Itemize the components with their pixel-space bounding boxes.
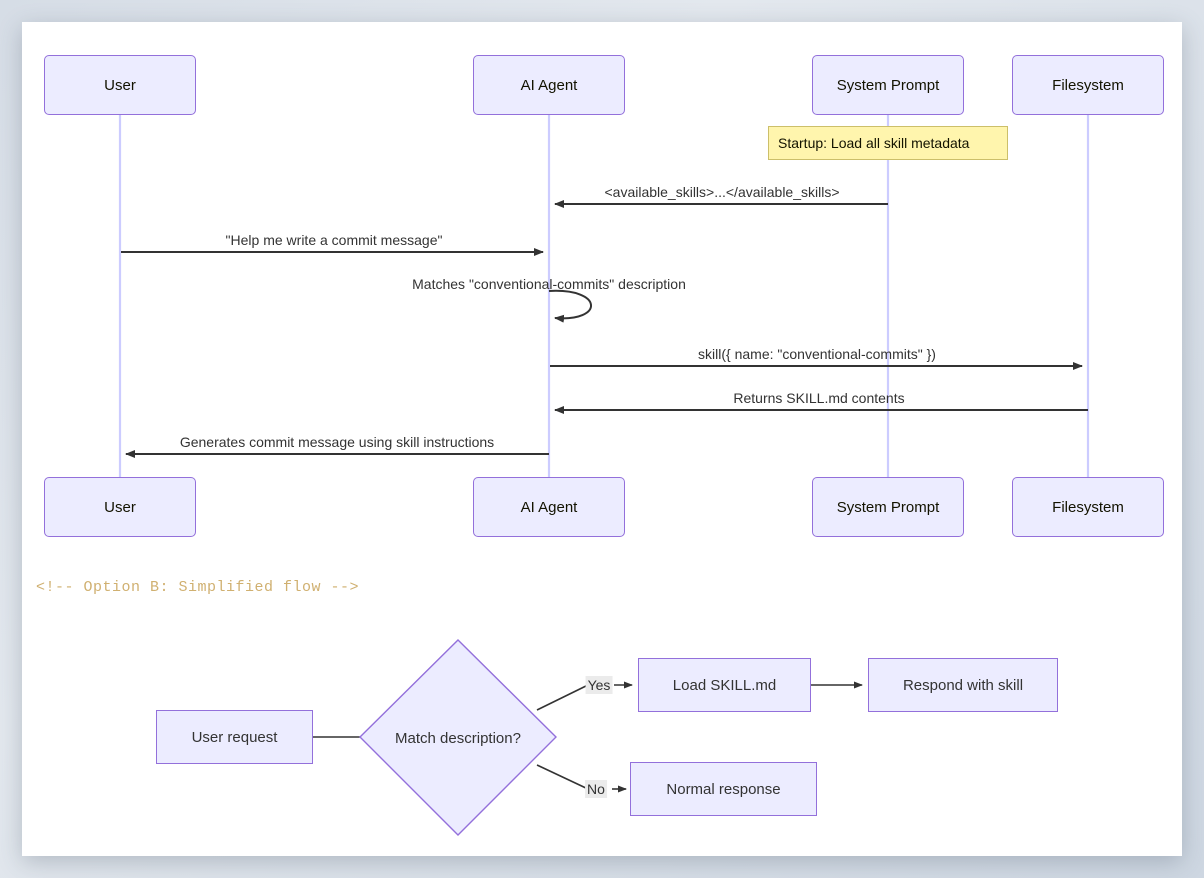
actor-label: User — [104, 498, 136, 516]
message-label-help-me-write: "Help me write a commit message" — [226, 232, 443, 248]
flow-node-label-wrapper: Match description? — [360, 640, 556, 836]
note-label: Startup: Load all skill metadata — [778, 135, 970, 151]
edge-label-text: Yes — [587, 677, 611, 693]
flow-node-match-description: Match description? — [360, 640, 556, 836]
connector-layer — [118, 114, 1090, 836]
flow-node-user-request[interactable]: User request — [156, 710, 313, 764]
flow-node-normal-response[interactable]: Normal response — [630, 762, 817, 816]
actor-box-ai-agent-bottom[interactable]: AI Agent — [473, 477, 625, 537]
flow-node-label: Normal response — [666, 780, 781, 798]
flow-node-label: Match description? — [395, 729, 521, 747]
actor-label: System Prompt — [836, 76, 940, 94]
flow-node-label: Respond with skill — [902, 676, 1024, 694]
flow-node-label: Load SKILL.md — [672, 676, 777, 694]
actor-box-user-bottom[interactable]: User — [44, 477, 196, 537]
message-arrow-self-loop — [548, 289, 592, 323]
message-label-generates-commit: Generates commit message using skill ins… — [180, 434, 494, 450]
message-text: "Help me write a commit message" — [225, 232, 443, 248]
actor-box-system-prompt-top[interactable]: System Prompt — [812, 55, 964, 115]
comment-label: <!-- Option B: Simplified flow --> — [36, 579, 360, 596]
decision-diamond-shape[interactable] — [359, 639, 557, 836]
note-startup-load-metadata: Startup: Load all skill metadata — [768, 126, 1008, 160]
actor-label: User — [104, 76, 136, 94]
edge-label-text: No — [587, 781, 605, 797]
flow-edge-label-no: No — [585, 780, 607, 798]
actor-box-filesystem-top[interactable]: Filesystem — [1012, 55, 1164, 115]
actor-box-system-prompt-bottom[interactable]: System Prompt — [812, 477, 964, 537]
actor-box-user-top[interactable]: User — [44, 55, 196, 115]
actor-label: AI Agent — [520, 76, 578, 94]
flow-node-load-skill[interactable]: Load SKILL.md — [638, 658, 811, 712]
flow-edge-yes — [536, 681, 633, 711]
option-b-comment: <!-- Option B: Simplified flow --> — [36, 579, 359, 596]
actor-label: System Prompt — [836, 498, 940, 516]
message-text: skill({ name: "conventional-commits" }) — [698, 346, 936, 362]
flow-node-label: User request — [191, 728, 278, 746]
message-text: <available_skills>...</available_skills> — [604, 184, 840, 200]
diagram-canvas: User AI Agent System Prompt Filesystem S… — [22, 22, 1182, 856]
message-text: Matches "conventional-commits" descripti… — [412, 276, 686, 292]
actor-box-ai-agent-top[interactable]: AI Agent — [473, 55, 625, 115]
flow-edge-no — [536, 764, 627, 793]
message-label-available-skills: <available_skills>...</available_skills> — [604, 184, 839, 200]
message-label-returns-skillmd: Returns SKILL.md contents — [733, 390, 904, 406]
message-label-skill-call: skill({ name: "conventional-commits" }) — [698, 346, 936, 362]
flow-node-respond-with-skill[interactable]: Respond with skill — [868, 658, 1058, 712]
diagram-page: User AI Agent System Prompt Filesystem S… — [22, 22, 1182, 856]
actor-label: Filesystem — [1052, 498, 1124, 516]
message-text: Generates commit message using skill ins… — [179, 434, 495, 450]
message-label-self-loop: Matches "conventional-commits" descripti… — [412, 276, 686, 292]
actor-label: AI Agent — [520, 498, 578, 516]
message-text: Returns SKILL.md contents — [733, 390, 905, 406]
actor-box-filesystem-bottom[interactable]: Filesystem — [1012, 477, 1164, 537]
flow-edge-label-yes: Yes — [585, 676, 613, 694]
actor-label: Filesystem — [1052, 76, 1124, 94]
